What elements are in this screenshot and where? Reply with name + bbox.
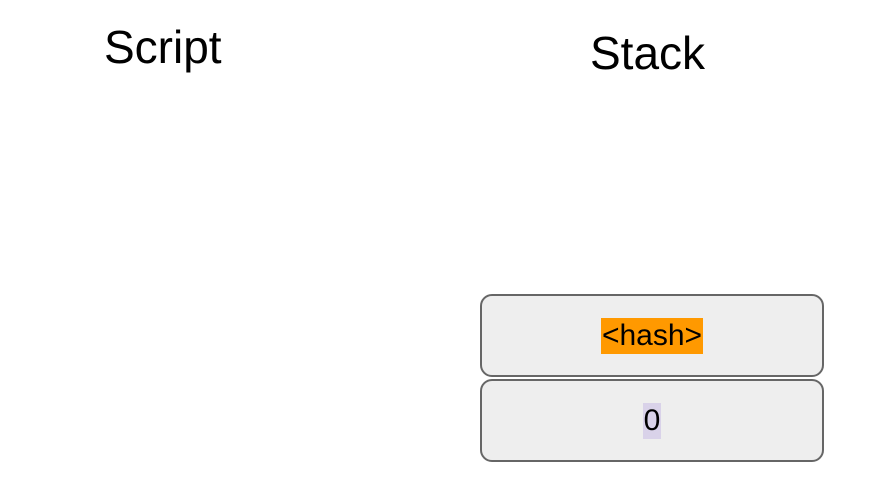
stack-item-value: 0 xyxy=(642,402,662,439)
script-heading: Script xyxy=(104,21,222,73)
stack-heading: Stack xyxy=(590,27,706,79)
stack-item-value: <hash> xyxy=(600,317,704,354)
stack-item-top: <hash> xyxy=(480,294,824,377)
stack-item-bottom: 0 xyxy=(480,379,824,462)
